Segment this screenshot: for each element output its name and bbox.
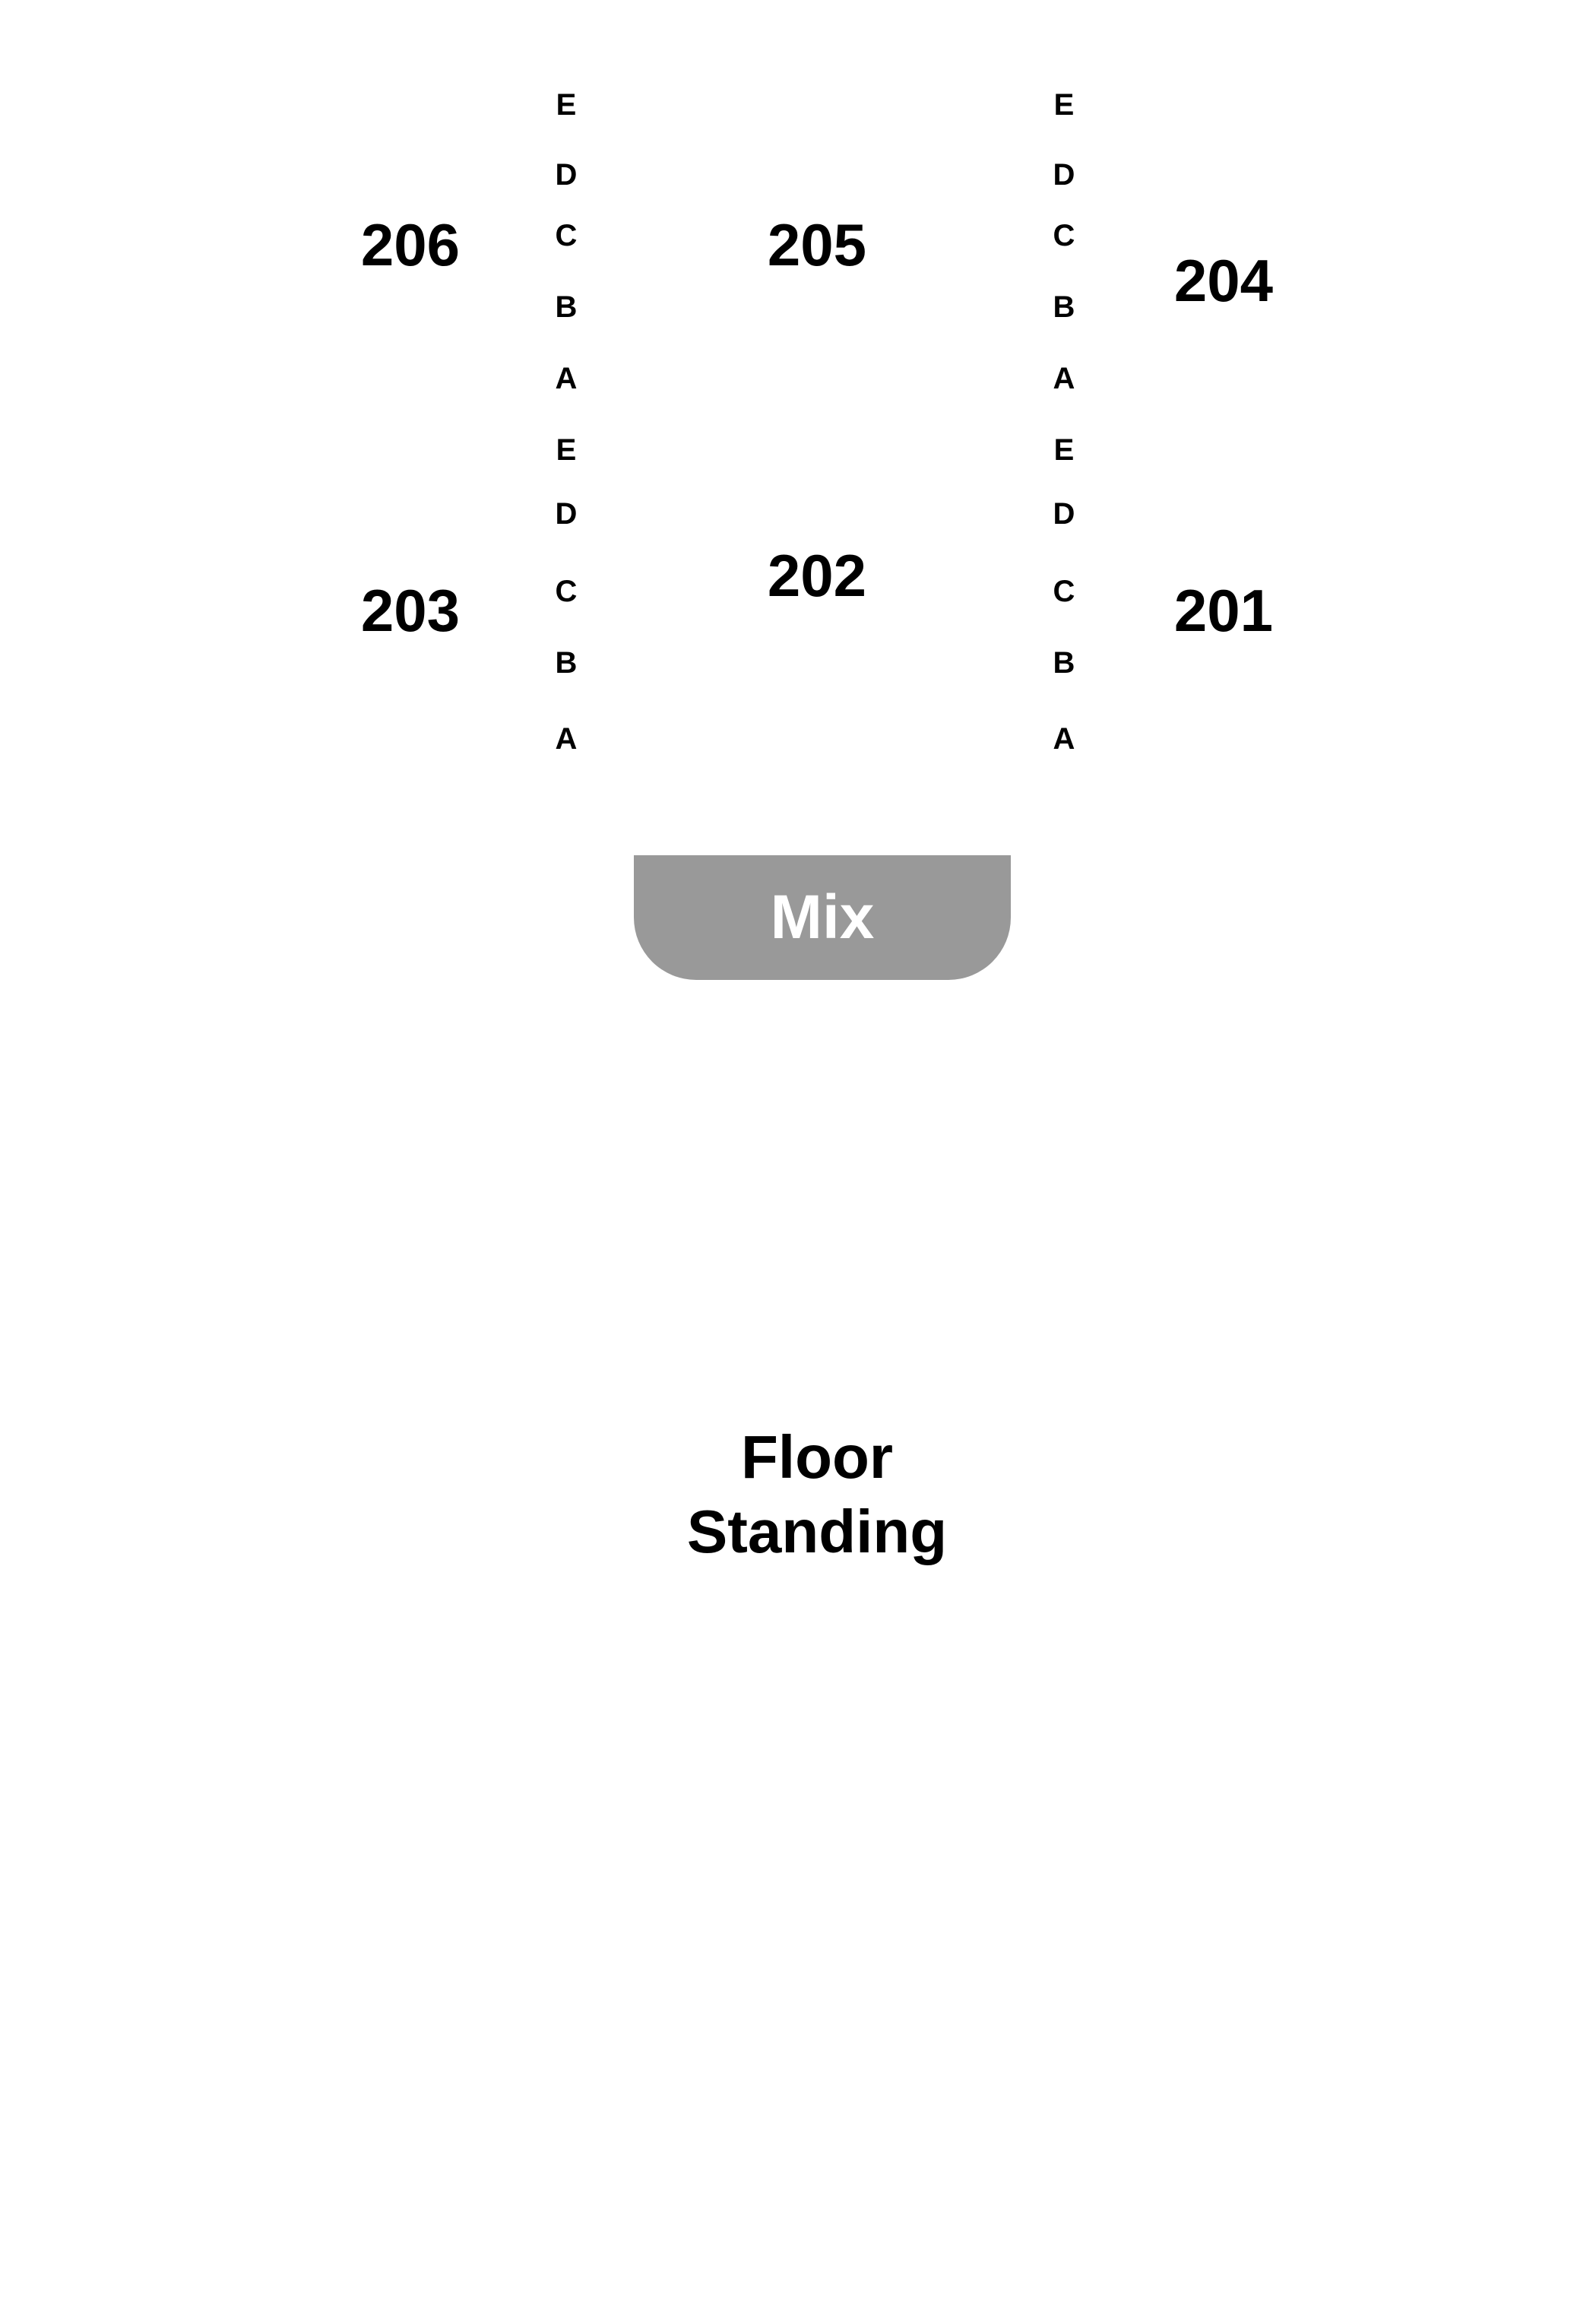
mix-label: Mix <box>770 883 875 952</box>
row-label-left-lower-a: A <box>555 722 578 756</box>
row-label-left-upper-e: E <box>556 88 577 122</box>
section-204[interactable]: 204 <box>1173 247 1274 314</box>
row-label-right-lower-d: D <box>1053 497 1075 531</box>
row-label-left-upper-b: B <box>555 290 578 324</box>
row-label-right-lower-b: B <box>1053 646 1075 680</box>
row-label-right-upper-d: D <box>1053 158 1075 192</box>
row-label-left-lower-b: B <box>555 646 578 680</box>
row-label-left-lower-e: E <box>556 433 577 467</box>
standing-label: Standing <box>686 1498 948 1565</box>
row-label-right-lower-e: E <box>1053 433 1075 467</box>
row-label-right-lower-a: A <box>1053 722 1075 756</box>
row-label-right-upper-b: B <box>1053 290 1075 324</box>
floor-standing-area[interactable]: Floor Standing <box>570 1420 1064 1569</box>
section-201[interactable]: 201 <box>1173 577 1274 644</box>
section-206[interactable]: 206 <box>360 211 461 278</box>
row-label-left-upper-a: A <box>555 362 578 395</box>
row-label-left-upper-c: C <box>555 219 578 252</box>
row-label-right-lower-c: C <box>1053 575 1075 608</box>
mix-area: Mix <box>634 855 1011 980</box>
row-label-right-upper-e: E <box>1053 88 1075 122</box>
row-label-right-upper-c: C <box>1053 219 1075 252</box>
section-202[interactable]: 202 <box>767 542 867 609</box>
section-205[interactable]: 205 <box>767 211 867 278</box>
floor-label: Floor <box>741 1423 893 1491</box>
row-label-left-lower-d: D <box>555 497 578 531</box>
row-label-left-lower-c: C <box>555 575 578 608</box>
section-203[interactable]: 203 <box>360 577 461 644</box>
row-label-right-upper-a: A <box>1053 362 1075 395</box>
row-label-left-upper-d: D <box>555 158 578 192</box>
